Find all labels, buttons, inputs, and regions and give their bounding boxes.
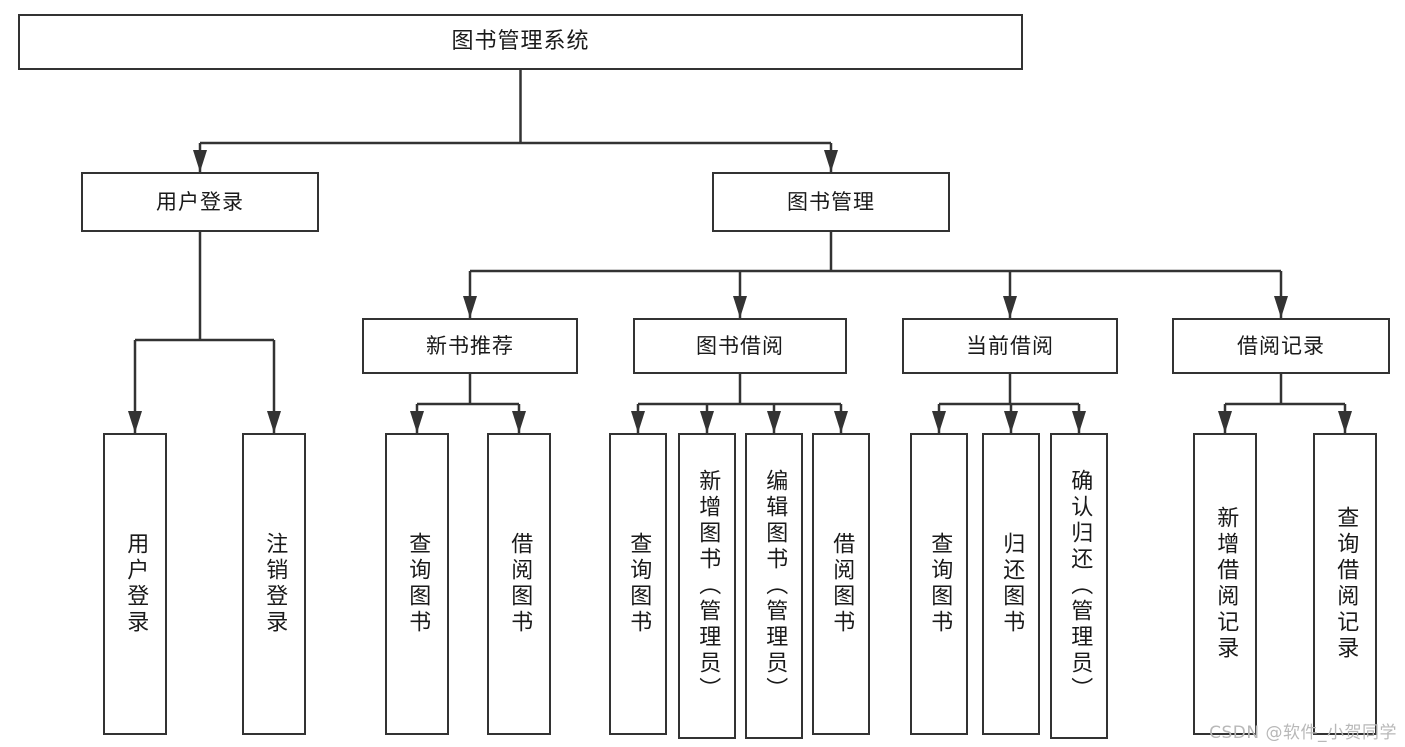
node-leaf-cu-query[interactable]: 查询图书 <box>910 433 968 735</box>
arrowhead-leaf-nb-query <box>410 411 424 433</box>
arrowhead-leaf-bo-edit <box>767 411 781 433</box>
node-leaf-logout[interactable]: 注销登录 <box>242 433 306 735</box>
node-label: 借阅记录 <box>1237 333 1325 358</box>
node-bookmgmt[interactable]: 图书管理 <box>712 172 950 232</box>
node-label: 查询图书 <box>405 532 431 636</box>
node-newbooks[interactable]: 新书推荐 <box>362 318 578 374</box>
arrowhead-leaf-logout <box>267 411 281 433</box>
node-label: 编辑图书（管理员） <box>762 469 788 703</box>
arrowhead-borrow <box>733 296 747 318</box>
node-label: 新增借阅记录 <box>1213 506 1239 662</box>
arrowhead-login <box>193 150 207 172</box>
node-label: 用户登录 <box>123 532 149 636</box>
arrowhead-newbooks <box>463 296 477 318</box>
arrowhead-leaf-cu-confirm <box>1072 411 1086 433</box>
node-label: 图书管理 <box>787 189 875 214</box>
arrowhead-current <box>1003 296 1017 318</box>
node-leaf-rc-query[interactable]: 查询借阅记录 <box>1313 433 1377 735</box>
node-leaf-cu-return[interactable]: 归还图书 <box>982 433 1040 735</box>
node-leaf-rc-add[interactable]: 新增借阅记录 <box>1193 433 1257 735</box>
node-label: 当前借阅 <box>966 333 1054 358</box>
arrowhead-leaf-login <box>128 411 142 433</box>
node-root[interactable]: 图书管理系统 <box>18 14 1023 70</box>
watermark: CSDN @软件_小贺同学 <box>1209 723 1397 743</box>
node-label: 新增图书（管理员） <box>695 469 721 703</box>
arrowhead-leaf-cu-query <box>932 411 946 433</box>
arrowhead-leaf-rc-add <box>1218 411 1232 433</box>
node-borrow[interactable]: 图书借阅 <box>633 318 847 374</box>
node-label: 用户登录 <box>156 189 244 214</box>
node-label: 查询图书 <box>927 532 953 636</box>
arrowhead-leaf-nb-borrow <box>512 411 526 433</box>
node-label: 确认归还（管理员） <box>1067 469 1093 703</box>
node-leaf-bo-query[interactable]: 查询图书 <box>609 433 667 735</box>
node-label: 查询借阅记录 <box>1333 506 1359 662</box>
node-leaf-bo-lend[interactable]: 借阅图书 <box>812 433 870 735</box>
node-leaf-cu-confirm[interactable]: 确认归还（管理员） <box>1050 433 1108 739</box>
node-leaf-nb-query[interactable]: 查询图书 <box>385 433 449 735</box>
node-label: 新书推荐 <box>426 333 514 358</box>
node-label: 借阅图书 <box>507 532 533 636</box>
node-current[interactable]: 当前借阅 <box>902 318 1118 374</box>
arrowhead-records <box>1274 296 1288 318</box>
node-label: 借阅图书 <box>829 532 855 636</box>
arrowhead-leaf-bo-add <box>700 411 714 433</box>
node-label: 注销登录 <box>262 532 288 636</box>
arrowhead-leaf-bo-lend <box>834 411 848 433</box>
node-leaf-bo-edit[interactable]: 编辑图书（管理员） <box>745 433 803 739</box>
node-login[interactable]: 用户登录 <box>81 172 319 232</box>
node-label: 图书借阅 <box>696 333 784 358</box>
node-label: 查询图书 <box>626 532 652 636</box>
arrowhead-leaf-rc-query <box>1338 411 1352 433</box>
node-leaf-bo-add[interactable]: 新增图书（管理员） <box>678 433 736 739</box>
node-label: 图书管理系统 <box>451 29 590 55</box>
arrowhead-bookmgmt <box>824 150 838 172</box>
node-records[interactable]: 借阅记录 <box>1172 318 1390 374</box>
node-leaf-login[interactable]: 用户登录 <box>103 433 167 735</box>
node-leaf-nb-borrow[interactable]: 借阅图书 <box>487 433 551 735</box>
arrowhead-leaf-cu-return <box>1004 411 1018 433</box>
arrowhead-leaf-bo-query <box>631 411 645 433</box>
node-label: 归还图书 <box>999 532 1025 636</box>
